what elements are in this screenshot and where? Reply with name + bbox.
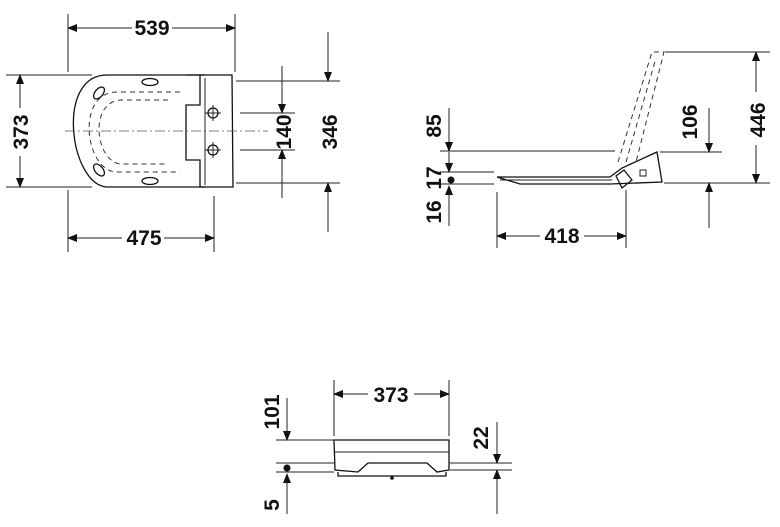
dim-hinge-height: 106 xyxy=(679,104,702,139)
dim-seat-drop: 85 xyxy=(423,114,446,138)
dim-hinge-spacing: 140 xyxy=(273,114,296,149)
seat-opening xyxy=(88,91,180,173)
dim-lid-height-front: 22 xyxy=(470,426,493,449)
seat-profile xyxy=(496,151,663,185)
dim-seat-depth: 373 xyxy=(10,114,33,149)
side-view: 446 106 85 17 16 418 xyxy=(423,51,770,248)
dim-buffer-height: 16 xyxy=(423,200,446,223)
dim-lid-height: 446 xyxy=(747,102,770,137)
top-view: 539 475 373 140 346 xyxy=(6,14,342,252)
dim-height-above: 101 xyxy=(261,394,284,429)
front-view: 373 101 5 22 xyxy=(261,380,512,514)
seat-outline xyxy=(72,74,205,188)
front-body xyxy=(333,439,450,473)
hinge-block xyxy=(185,74,234,188)
dim-seat-thickness: 17 xyxy=(423,166,446,189)
dim-seat-width: 475 xyxy=(126,227,161,250)
dim-gap: 5 xyxy=(261,499,284,511)
dim-seat-length: 418 xyxy=(544,225,579,248)
dim-overall-width: 539 xyxy=(134,17,169,40)
open-lid xyxy=(617,51,665,163)
dim-front-width: 373 xyxy=(373,384,408,407)
dim-mount-depth: 346 xyxy=(319,114,342,149)
